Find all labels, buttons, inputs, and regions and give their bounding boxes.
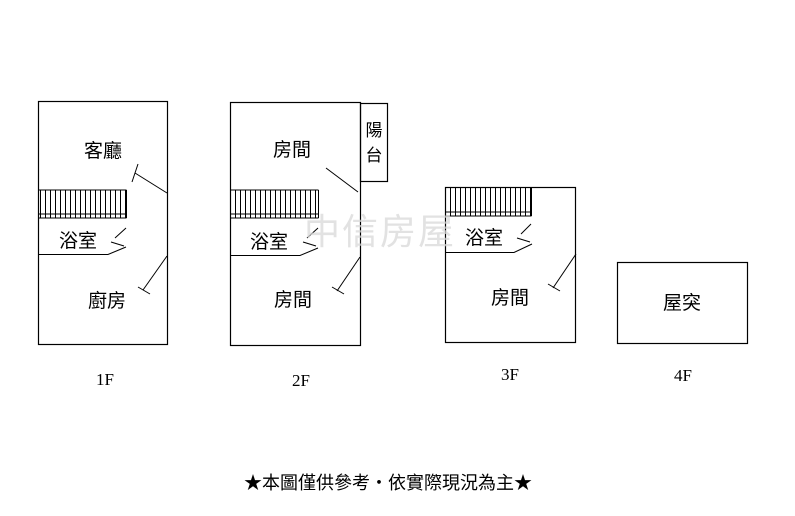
room-label-kitchen: 廚房 — [88, 289, 126, 312]
floor-4f-outline — [616, 261, 749, 345]
floor-2f-door-balcony — [325, 167, 359, 193]
floor-1f-stairs — [38, 189, 127, 219]
floor-3f-door-bath — [516, 223, 532, 243]
room-label-room-top: 房間 — [273, 139, 311, 161]
floor-1f: 客廳 浴室 廚房 1F — [37, 100, 169, 389]
room-label-balcony-2: 台 — [366, 146, 383, 166]
floor-2f-stairs — [230, 189, 319, 219]
room-label-bath: 浴室 — [59, 230, 97, 252]
floor-2f-door-room — [331, 256, 361, 295]
room-label-room-bottom: 房間 — [274, 289, 312, 311]
floor-label-3f: 3F — [501, 365, 519, 384]
floor-4f: 屋突 4F — [616, 261, 749, 385]
floor-label-2f: 2F — [292, 371, 310, 390]
floor-2f-outline — [229, 101, 362, 347]
floor-3f-stairs — [445, 188, 532, 217]
floor-1f-door-bath — [110, 227, 127, 247]
floor-label-4f: 4F — [674, 366, 692, 385]
room-label-roof: 屋突 — [663, 292, 701, 314]
room-label-bath: 浴室 — [465, 227, 503, 249]
room-label-room: 房間 — [491, 287, 529, 309]
floor-3f-bath-wall — [445, 243, 533, 253]
floor-label-1f: 1F — [96, 370, 114, 389]
room-label-bath: 浴室 — [250, 231, 288, 253]
floor-2f-balcony — [359, 102, 389, 183]
floor-1f-door-kitchen — [137, 255, 168, 295]
footer-disclaimer: ★本圖僅供參考・依實際現況為主★ — [244, 473, 532, 494]
floor-3f-outline — [444, 186, 577, 344]
floor-3f: 浴室 房間 3F — [444, 186, 577, 384]
floor-2f: 房間 陽 台 浴室 房間 2F — [229, 101, 389, 390]
room-label-balcony-1: 陽 — [366, 121, 383, 141]
watermark-text: 中信房屋 — [304, 212, 456, 253]
floor-2f-door-bath — [302, 227, 319, 247]
floor-1f-bath-wall — [38, 246, 127, 255]
floor-1f-door-living — [131, 163, 168, 194]
floor-3f-door-room — [547, 253, 577, 292]
room-label-living: 客廳 — [84, 140, 122, 162]
floor-1f-outline — [37, 100, 169, 346]
floor-2f-bath-wall — [230, 247, 319, 256]
